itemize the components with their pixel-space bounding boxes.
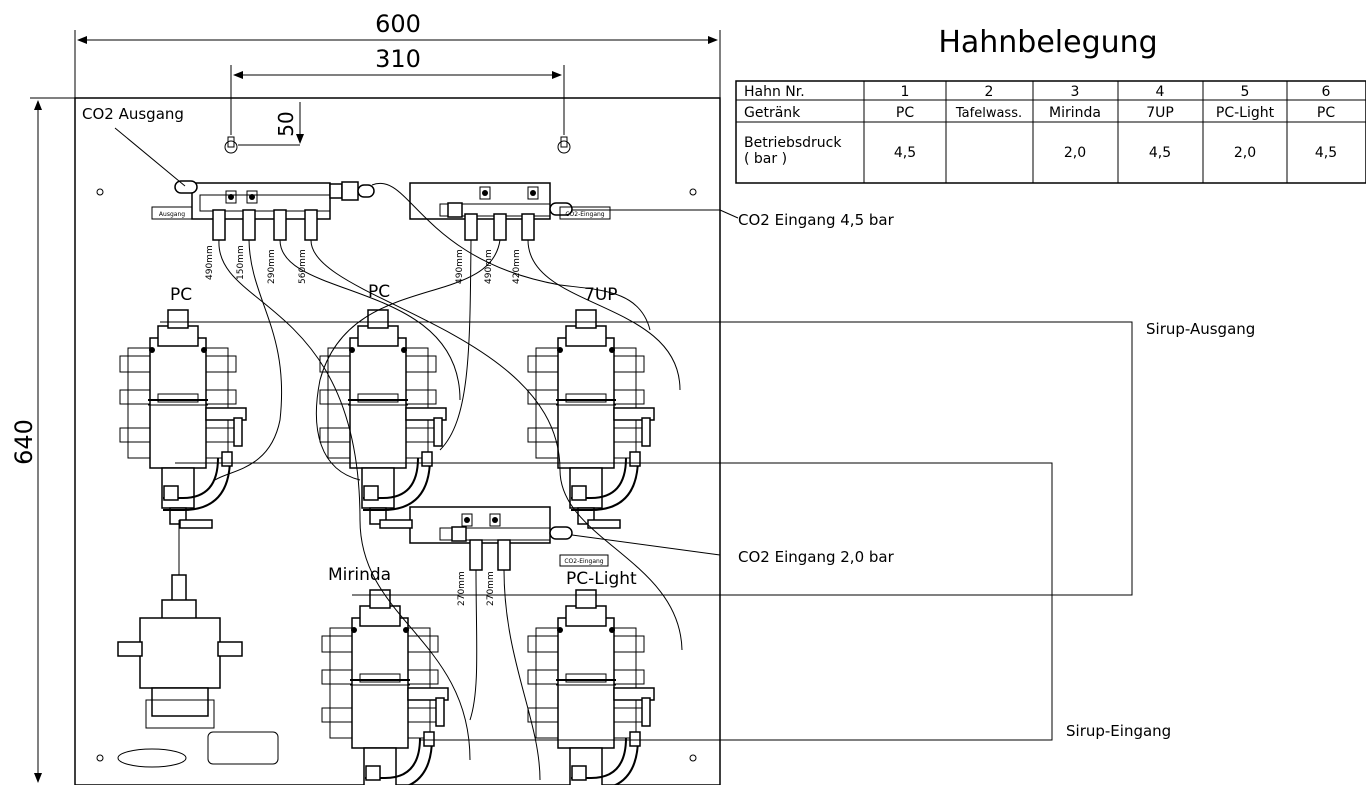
co2-manifold-20bar — [409, 506, 573, 571]
co2-manifold-main — [174, 180, 375, 241]
screw-hole — [96, 188, 104, 196]
label-co2-in-20: CO2 Eingang 2,0 bar — [738, 548, 895, 566]
tag-co2-eingang: CO2-Eingang — [565, 211, 604, 218]
tap-drink: 7UP — [1146, 105, 1174, 121]
table-pressure-label: Betriebsdruck — [744, 135, 842, 151]
mounting-hole-right — [557, 136, 571, 154]
co2-manifold-45bar — [409, 182, 573, 241]
co2-tubes — [214, 182, 683, 781]
tap-drink: PC — [896, 105, 914, 121]
tap-pressure: 2,0 — [1064, 145, 1086, 161]
tap-number: 1 — [901, 84, 910, 100]
pump-label-7up: 7UP — [584, 285, 618, 305]
tap-drink: Mirinda — [1049, 105, 1101, 121]
pump-pc-1 — [119, 309, 247, 529]
pump-pc-2 — [319, 309, 447, 529]
tap-drink: PC-Light — [1216, 105, 1275, 121]
tap-pressure: 4,5 — [1315, 145, 1337, 161]
screw-hole — [689, 188, 697, 196]
syrup-lines — [160, 321, 1133, 741]
hose-length: 490mm — [455, 249, 465, 284]
label-syrup-in: Sirup-Eingang — [1066, 722, 1171, 740]
tag-box-co2-in — [559, 206, 611, 220]
table-drink-label: Getränk — [744, 105, 801, 121]
dimension-50-label: 50 — [274, 111, 298, 136]
dimension-310: 310 — [230, 45, 565, 135]
tap-drink: Tafelwass. — [955, 106, 1022, 121]
tag-co2-eingang-2: CO2-Eingang — [564, 558, 603, 565]
pump-mirinda — [321, 589, 449, 785]
hose-length: 150mm — [236, 245, 246, 280]
screw-hole — [96, 754, 104, 762]
tap-number: 5 — [1241, 84, 1250, 100]
hose-length: 560mm — [298, 249, 308, 284]
mounting-board — [74, 97, 721, 785]
label-co2-in-45: CO2 Eingang 4,5 bar — [738, 211, 895, 229]
table-title: Hahnbelegung — [938, 25, 1157, 60]
syrup-regulator — [117, 520, 243, 729]
tag-box-ausgang — [151, 206, 193, 220]
tag-ausgang: Ausgang — [159, 211, 185, 218]
hose-length: 270mm — [457, 571, 467, 606]
tap-drink: PC — [1317, 105, 1335, 121]
cutout-oval — [117, 748, 187, 768]
tap-number: 6 — [1322, 84, 1331, 100]
dimension-640: 640 — [10, 97, 75, 783]
hose-length: 420mm — [512, 249, 522, 284]
mounting-hole-left — [224, 136, 238, 154]
tap-pressure: 4,5 — [1149, 145, 1171, 161]
pump-label-pc-light: PC-Light — [566, 569, 637, 589]
pump-label-mirinda: Mirinda — [328, 565, 391, 585]
tap-number: 4 — [1156, 84, 1165, 100]
pump-pc-light — [527, 589, 655, 785]
tap-pressure: 4,5 — [894, 145, 916, 161]
pump-label-pc-2: PC — [368, 282, 390, 302]
label-co2-out: CO2 Ausgang — [82, 105, 184, 123]
tap-number: 2 — [985, 84, 994, 100]
screw-hole — [689, 754, 697, 762]
dimension-600-label: 600 — [375, 10, 421, 38]
leader-co2-20 — [571, 534, 721, 556]
tag-box-co2-in-2 — [559, 554, 609, 567]
table-header-label: Hahn Nr. — [744, 84, 805, 100]
dimension-310-label: 310 — [375, 45, 421, 73]
hose-length: 290mm — [267, 249, 277, 284]
cutout-rect — [207, 731, 279, 765]
label-syrup-out: Sirup-Ausgang — [1146, 320, 1255, 338]
tap-pressure: 2,0 — [1234, 145, 1256, 161]
dimension-50: 50 — [238, 102, 304, 146]
dimension-640-label: 640 — [10, 419, 38, 465]
leader-co2-out — [114, 127, 186, 187]
hose-length: 490mm — [484, 249, 494, 284]
tap-number: 3 — [1071, 84, 1080, 100]
hose-length: 490mm — [205, 245, 215, 280]
table-pressure-unit: ( bar ) — [744, 151, 787, 167]
hose-length: 270mm — [486, 571, 496, 606]
tap-assignment-table: Hahn Nr. Getränk Betriebsdruck ( bar ) 1… — [735, 80, 1366, 184]
pump-label-pc-1: PC — [170, 285, 192, 305]
